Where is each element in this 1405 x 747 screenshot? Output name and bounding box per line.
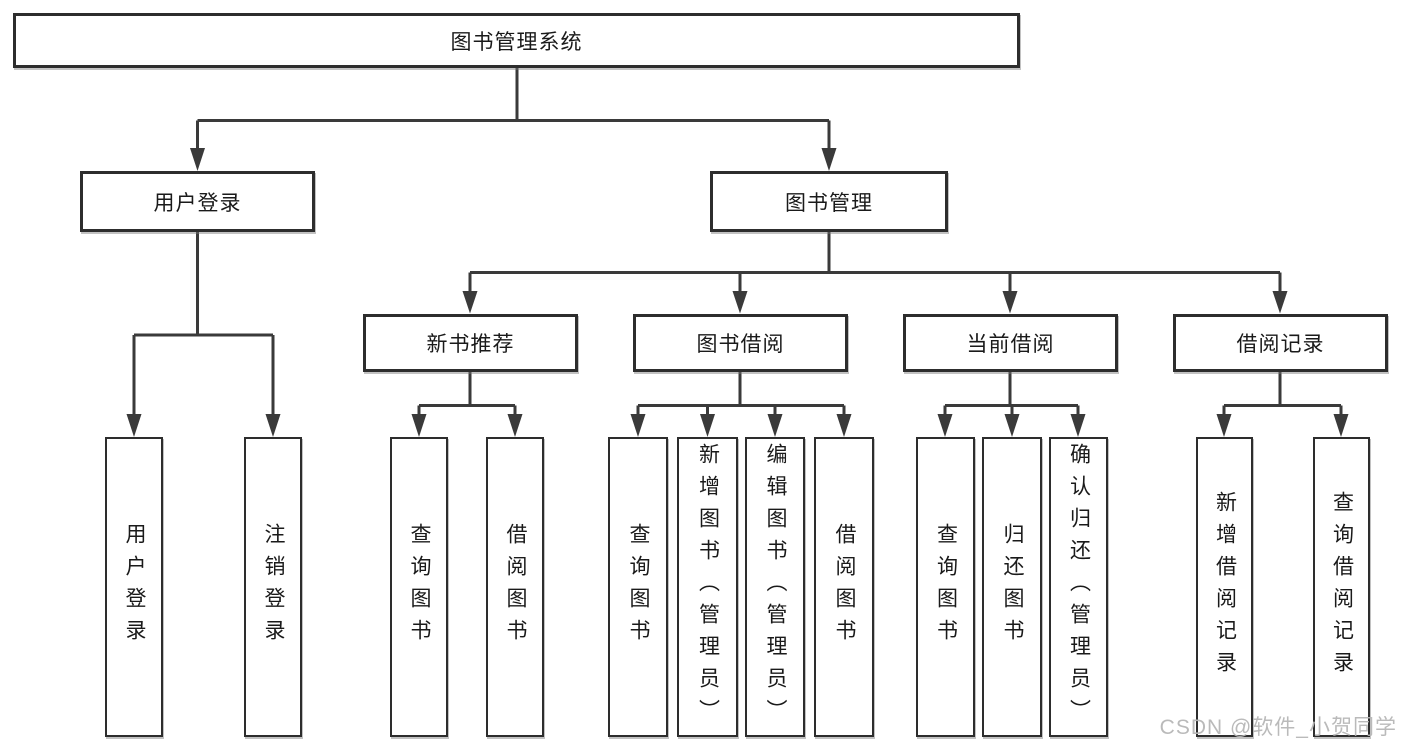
leaf-user-login-label: 用户登录 — [123, 523, 147, 651]
leaf-query-books-recommend: 查询图书 — [390, 437, 448, 737]
arrow-down-icon — [1333, 414, 1349, 437]
arrow-down-icon — [836, 414, 852, 437]
leaf-query-books-current: 查询图书 — [916, 437, 975, 737]
leaf-confirm-return-admin: 确认归还（管理员） — [1049, 437, 1108, 737]
leaf-borrow-books: 借阅图书 — [814, 437, 874, 737]
node-new-book-recommend: 新书推荐 — [363, 314, 578, 372]
node-new-book-recommend-label: 新书推荐 — [426, 333, 515, 356]
leaf-query-books-borrow-label: 查询图书 — [627, 523, 651, 651]
node-current-borrow: 当前借阅 — [903, 314, 1118, 372]
leaf-borrow-books-recommend: 借阅图书 — [486, 437, 544, 737]
leaf-confirm-return-admin-label: 确认归还（管理员） — [1067, 443, 1091, 731]
arrow-down-icon — [1272, 291, 1288, 314]
arrow-down-icon — [190, 148, 205, 171]
arrow-down-icon — [732, 291, 748, 314]
leaf-return-book-label: 归还图书 — [1001, 523, 1025, 651]
arrow-down-icon — [126, 414, 142, 437]
node-user-login-label: 用户登录 — [153, 191, 242, 215]
leaf-query-books-recommend-label: 查询图书 — [408, 523, 432, 651]
arrow-down-icon — [821, 148, 837, 171]
leaf-add-borrow-record-label: 新增借阅记录 — [1213, 491, 1237, 683]
node-user-login: 用户登录 — [80, 171, 315, 232]
arrow-down-icon — [411, 414, 427, 437]
leaf-query-borrow-record-label: 查询借阅记录 — [1330, 491, 1354, 683]
node-borrow-records: 借阅记录 — [1173, 314, 1388, 372]
node-current-borrow-label: 当前借阅 — [966, 333, 1055, 356]
arrow-down-icon — [265, 414, 281, 437]
node-root-label: 图书管理系统 — [450, 30, 583, 54]
leaf-borrow-books-recommend-label: 借阅图书 — [504, 523, 528, 651]
node-book-borrow: 图书借阅 — [633, 314, 848, 372]
leaf-borrow-books-label: 借阅图书 — [833, 523, 857, 651]
arrow-down-icon — [1002, 291, 1018, 314]
arrow-down-icon — [767, 414, 783, 437]
leaf-return-book: 归还图书 — [982, 437, 1042, 737]
arrow-down-icon — [1216, 414, 1232, 437]
arrow-down-icon — [700, 414, 715, 437]
leaf-logout-label: 注销登录 — [262, 523, 286, 651]
arrow-down-icon — [937, 414, 953, 437]
leaf-add-book-admin-label: 新增图书（管理员） — [696, 443, 720, 731]
leaf-user-login: 用户登录 — [105, 437, 163, 737]
watermark: CSDN @软件_小贺同学 — [1159, 716, 1397, 739]
leaf-edit-book-admin: 编辑图书（管理员） — [745, 437, 805, 737]
node-root: 图书管理系统 — [13, 13, 1020, 68]
leaf-query-borrow-record: 查询借阅记录 — [1313, 437, 1370, 737]
arrow-down-icon — [1070, 414, 1086, 437]
leaf-add-book-admin: 新增图书（管理员） — [677, 437, 738, 737]
leaf-logout: 注销登录 — [244, 437, 302, 737]
arrow-down-icon — [507, 414, 523, 437]
arrow-down-icon — [1004, 414, 1020, 437]
arrow-down-icon — [462, 291, 478, 314]
leaf-add-borrow-record: 新增借阅记录 — [1196, 437, 1253, 737]
leaf-query-books-borrow: 查询图书 — [608, 437, 668, 737]
leaf-edit-book-admin-label: 编辑图书（管理员） — [764, 443, 788, 731]
arrow-down-icon — [630, 414, 646, 437]
node-book-management-label: 图书管理 — [785, 191, 873, 215]
node-borrow-records-label: 借阅记录 — [1236, 333, 1325, 356]
node-book-borrow-label: 图书借阅 — [696, 333, 785, 356]
node-book-management: 图书管理 — [710, 171, 948, 232]
leaf-query-books-current-label: 查询图书 — [934, 523, 958, 651]
